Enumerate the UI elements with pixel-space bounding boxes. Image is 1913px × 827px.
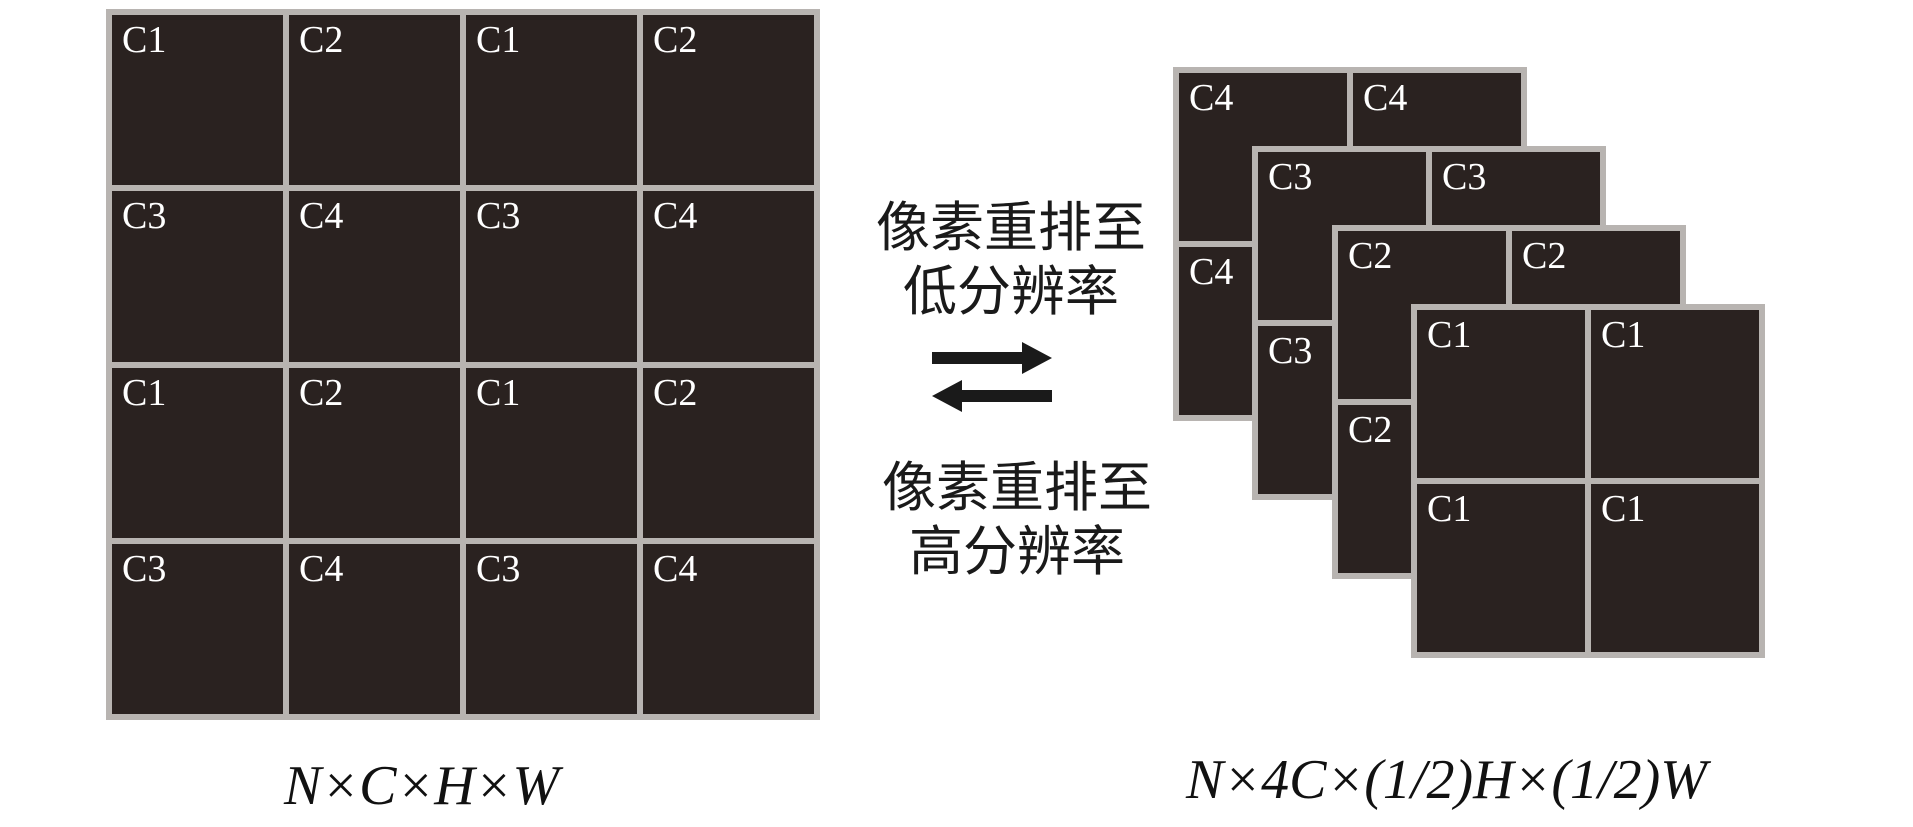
cell-label: C1 [476, 371, 521, 414]
feature-cell: C3 [112, 543, 283, 714]
feature-cell: C4 [643, 191, 814, 362]
bidirectional-arrows-icon [932, 342, 1052, 412]
feature-cell: C1 [112, 367, 283, 538]
cell-label: C2 [1348, 409, 1393, 451]
cell-label: C2 [1348, 235, 1393, 277]
cell-label: C1 [1601, 314, 1646, 356]
cell-label: C3 [1268, 156, 1313, 198]
cell-label: C3 [476, 547, 521, 590]
feature-cell: C3 [112, 191, 283, 362]
feature-cell: C4 [289, 543, 460, 714]
cell-label: C4 [653, 547, 698, 590]
channel-cell: C1 [1591, 484, 1759, 652]
channel-cell: C1 [1417, 310, 1585, 478]
cell-label: C3 [476, 195, 521, 238]
left-arrow-icon [932, 380, 1052, 412]
cell-label: C1 [122, 371, 167, 414]
feature-cell: C1 [466, 15, 637, 186]
feature-cell: C2 [643, 15, 814, 186]
cell-label: C4 [299, 195, 344, 238]
cell-label: C4 [1363, 77, 1408, 119]
cell-label: C4 [653, 195, 698, 238]
feature-cell: C1 [112, 15, 283, 186]
input-shape-formula: N×C×H×W [284, 755, 560, 817]
to-low-res-line-2: 低分辨率 [903, 260, 1119, 323]
cell-label: C1 [1427, 314, 1472, 356]
feature-cell: C2 [289, 15, 460, 186]
cell-label: C4 [299, 547, 344, 590]
feature-cell: C3 [466, 543, 637, 714]
cell-label: C2 [299, 371, 344, 414]
cell-label: C3 [122, 547, 167, 590]
feature-cell: C3 [466, 191, 637, 362]
to-high-res-line-2: 高分辨率 [909, 520, 1125, 583]
feature-cell: C4 [643, 543, 814, 714]
to-low-res-line-1: 像素重排至 [876, 196, 1146, 259]
cell-label: C2 [1522, 235, 1567, 277]
cell-label: C2 [299, 19, 344, 61]
to-high-res-line-1: 像素重排至 [882, 456, 1152, 519]
cell-label: C2 [653, 19, 698, 61]
cell-label: C1 [122, 19, 167, 61]
cell-label: C2 [653, 371, 698, 414]
cell-label: C4 [1189, 251, 1234, 293]
to-low-res-label: 像素重排至 低分辨率 [876, 196, 1146, 324]
cell-label: C1 [1601, 488, 1646, 530]
cell-label: C3 [1442, 156, 1487, 198]
channel-cell: C1 [1417, 484, 1585, 652]
cell-label: C1 [476, 19, 521, 61]
cell-label: C3 [122, 195, 167, 238]
feature-cell: C4 [289, 191, 460, 362]
feature-cell: C1 [466, 367, 637, 538]
cell-label: C3 [1268, 330, 1313, 372]
feature-cell: C2 [643, 367, 814, 538]
channel-cell: C1 [1591, 310, 1759, 478]
to-high-res-label: 像素重排至 高分辨率 [882, 456, 1152, 584]
feature-cell: C2 [289, 367, 460, 538]
output-shape-formula: N×4C×(1/2)H×(1/2)W [1186, 749, 1707, 811]
cell-label: C1 [1427, 488, 1472, 530]
right-arrow-icon [932, 342, 1052, 374]
cell-label: C4 [1189, 77, 1234, 119]
